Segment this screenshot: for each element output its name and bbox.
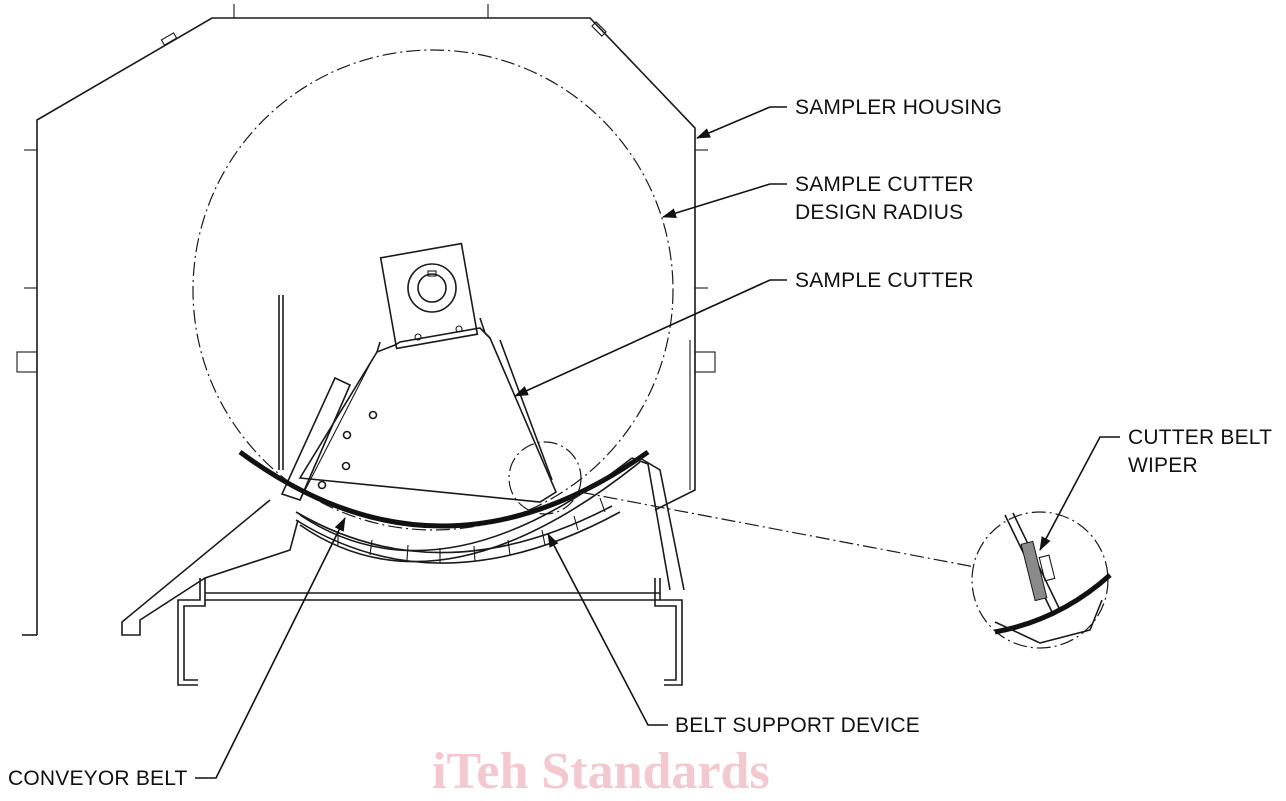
shaft-bore-icon — [407, 263, 457, 313]
detail-view — [971, 511, 1112, 649]
label-conveyor-belt: CONVEYOR BELT — [8, 767, 188, 790]
sample-cutter-body — [280, 242, 558, 503]
leader-sampler-housing — [696, 106, 787, 139]
belt-support-device — [295, 457, 685, 591]
detail-connector-line — [579, 491, 976, 568]
label-sampler-housing: SAMPLER HOUSING — [795, 96, 1003, 119]
leader-sample-cutter — [514, 279, 787, 397]
wiper-detail — [1020, 540, 1048, 602]
detail-source-circle — [508, 441, 582, 515]
sampler-housing — [16, 4, 716, 636]
label-belt-support-device: BELT SUPPORT DEVICE — [675, 714, 920, 737]
watermark: iTeh Standards — [432, 743, 770, 800]
leader-belt-support-device — [547, 533, 668, 726]
cutter-design-radius-circle — [192, 49, 674, 531]
left-chute — [121, 499, 299, 636]
leader-cutter-belt-wiper — [1039, 436, 1120, 551]
support-frame — [177, 578, 683, 686]
label-sample-cutter: SAMPLE CUTTER — [795, 269, 974, 292]
label-cutter-design-radius: SAMPLE CUTTER DESIGN RADIUS — [795, 173, 974, 224]
label-cutter-belt-wiper: CUTTER BELT WIPER — [1128, 426, 1273, 477]
leader-conveyor-belt — [195, 517, 346, 779]
guide-rod — [278, 295, 284, 470]
leader-cutter-radius — [662, 183, 787, 218]
